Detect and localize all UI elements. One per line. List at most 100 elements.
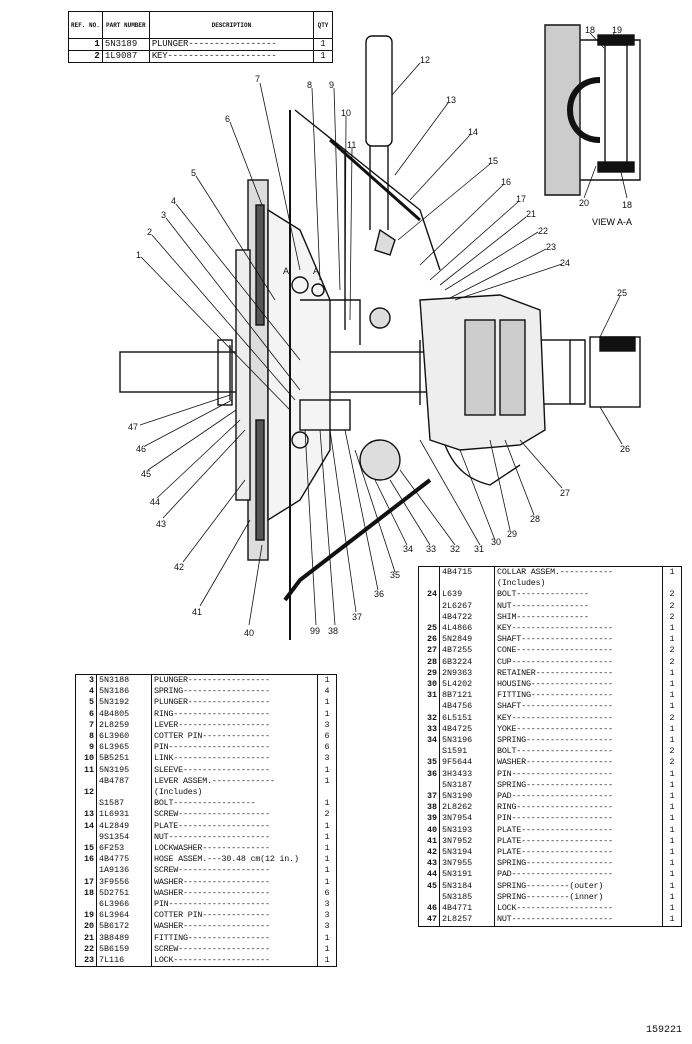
ref-no-cell: 34 <box>418 735 440 747</box>
callout-label: 18 <box>585 25 595 35</box>
part-number-cell: 2L8262 <box>439 802 495 814</box>
part-number-cell: 5B5251 <box>96 753 152 765</box>
part-number-cell: 6L3965 <box>96 742 152 754</box>
ref-no-cell: 29 <box>418 667 440 680</box>
part-number-cell: 9F5644 <box>439 757 495 769</box>
quantity-cell: 2 <box>317 809 337 821</box>
ref-no-cell: 24 <box>418 589 440 601</box>
table-row: S1587 BOLT-----------------1 <box>75 798 337 810</box>
part-number-cell: 5N3193 <box>439 824 495 836</box>
section-mark: A <box>313 266 319 276</box>
ref-no-cell <box>418 611 440 624</box>
description-cell: HOUSING----------------- <box>494 679 663 691</box>
quantity-cell: 2 <box>662 600 682 612</box>
part-number-cell: 5D2751 <box>96 887 152 900</box>
quantity-cell: 6 <box>317 887 337 900</box>
part-number-cell: 3B8489 <box>96 932 152 944</box>
description-cell: COLLAR ASSEM.----------- <box>494 566 663 579</box>
quantity-cell: 1 <box>317 955 337 968</box>
part-number-cell: L639 <box>439 589 495 601</box>
callout-label: 44 <box>150 497 160 507</box>
description-cell: PLATE------------------- <box>494 824 663 836</box>
description-cell: NUT---------------- <box>494 600 663 612</box>
ref-no-cell: 30 <box>418 679 440 691</box>
quantity-cell: 1 <box>317 943 337 956</box>
ref-no-cell: 16 <box>75 854 97 866</box>
description-cell: WASHER------------------ <box>151 921 318 933</box>
description-cell: RETAINER---------------- <box>494 667 663 680</box>
part-number-cell: 5N3185 <box>439 891 495 904</box>
part-number-cell: 6L3966 <box>96 899 152 911</box>
ref-no-cell: 4 <box>75 686 97 698</box>
ref-no-cell: 36 <box>418 768 440 780</box>
description-cell: PAD--------------------- <box>494 791 663 803</box>
description-cell: NUT--------------------- <box>494 914 663 927</box>
ref-no-cell: 46 <box>418 903 440 915</box>
part-number-cell: 5N3184 <box>439 880 495 892</box>
description-cell: RING-------------------- <box>151 708 318 720</box>
part-number-cell: 5N3188 <box>96 674 152 687</box>
ref-no-cell <box>75 865 97 877</box>
description-cell: PLATE------------------- <box>151 820 318 832</box>
part-number-cell: 3N7955 <box>439 858 495 870</box>
quantity-cell <box>662 578 682 590</box>
ref-no-cell <box>418 566 440 579</box>
description-cell: SPRING------------------ <box>494 735 663 747</box>
description-cell: FITTING----------------- <box>494 690 663 702</box>
quantity-cell: 1 <box>662 791 682 803</box>
ref-no-cell: 35 <box>418 757 440 769</box>
quantity-cell: 1 <box>317 764 337 776</box>
callout-label: 16 <box>501 177 511 187</box>
part-number-cell: S1587 <box>96 798 152 810</box>
callout-label: 24 <box>560 258 570 268</box>
description-cell: SPRING------------------ <box>494 779 663 792</box>
ref-no-cell: 28 <box>418 656 440 668</box>
callout-label: 8 <box>307 80 312 90</box>
quantity-cell: 1 <box>662 667 682 680</box>
ref-no-cell <box>418 746 440 758</box>
quantity-cell: 2 <box>662 712 682 724</box>
part-number-cell: 6L3964 <box>96 910 152 922</box>
description-cell: SPRING---------(inner) <box>494 891 663 904</box>
callout-label: 37 <box>352 612 362 622</box>
callout-label: 20 <box>579 198 589 208</box>
quantity-cell: 1 <box>662 914 682 927</box>
part-number-cell: 5B6172 <box>96 921 152 933</box>
callout-label: 17 <box>516 194 526 204</box>
quantity-cell: 1 <box>662 779 682 792</box>
quantity-cell: 3 <box>317 899 337 911</box>
callout-label: 4 <box>171 196 176 206</box>
callout-label: 40 <box>244 628 254 638</box>
quantity-cell: 2 <box>662 757 682 769</box>
callout-label: 43 <box>156 519 166 529</box>
ref-no-cell: 38 <box>418 802 440 814</box>
quantity-cell: 2 <box>662 746 682 758</box>
ref-no-cell <box>75 899 97 911</box>
quantity-cell: 1 <box>662 847 682 859</box>
part-number-cell: 4B4722 <box>439 611 495 624</box>
part-number-cell: 4B4805 <box>96 708 152 720</box>
ref-no-cell: 14 <box>75 820 97 832</box>
part-number-cell: 5N2849 <box>439 634 495 646</box>
part-number-cell: 6L5151 <box>439 712 495 724</box>
part-number-cell: 3F9556 <box>96 876 152 888</box>
quantity-cell: 6 <box>317 731 337 743</box>
description-cell: KEY--------------------- <box>494 623 663 635</box>
description-cell: SHAFT------------------- <box>494 701 663 713</box>
part-number-cell: 4B4771 <box>439 903 495 915</box>
quantity-cell: 1 <box>662 824 682 836</box>
quantity-cell: 1 <box>662 566 682 579</box>
ref-no-cell: 44 <box>418 869 440 881</box>
part-number-cell <box>439 578 495 590</box>
